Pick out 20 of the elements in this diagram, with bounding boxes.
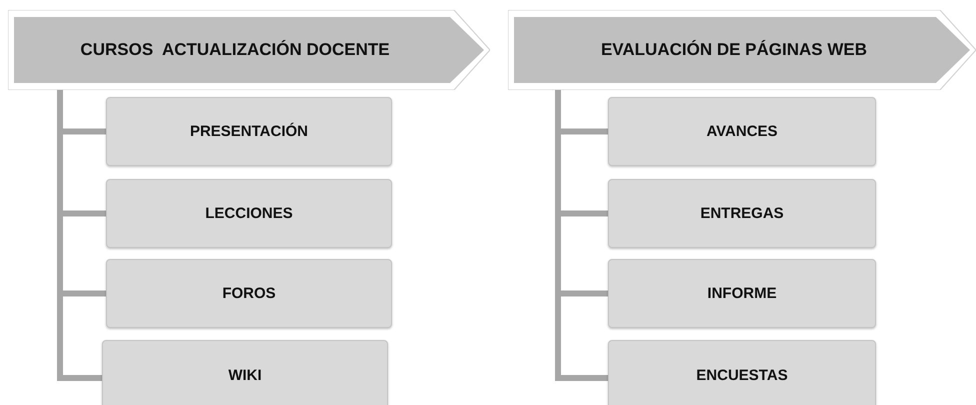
topic-box <box>608 259 876 328</box>
topic-label: INFORME <box>707 285 777 302</box>
topic-box <box>106 97 392 166</box>
topic-box <box>608 340 876 405</box>
topic-label: WIKI <box>228 366 262 384</box>
topic-label: LECCIONES <box>205 205 293 222</box>
topic-box <box>106 259 392 328</box>
topic-box <box>608 179 876 248</box>
topic-label: PRESENTACIÓN <box>190 123 308 140</box>
topic-label: ENCUESTAS <box>696 366 788 384</box>
topic-box <box>106 179 392 248</box>
banner-title: EVALUACIÓN DE PÁGINAS WEB <box>600 40 868 60</box>
topic-label: FOROS <box>222 285 276 302</box>
topic-box <box>608 97 876 166</box>
banner-title: CURSOS ACTUALIZACIÓN DOCENTE <box>80 40 390 60</box>
topic-box <box>102 340 388 405</box>
chevron-banner <box>8 10 490 90</box>
topic-label: ENTREGAS <box>700 205 784 222</box>
chevron-banner <box>508 10 976 90</box>
topic-label: AVANCES <box>706 123 778 140</box>
